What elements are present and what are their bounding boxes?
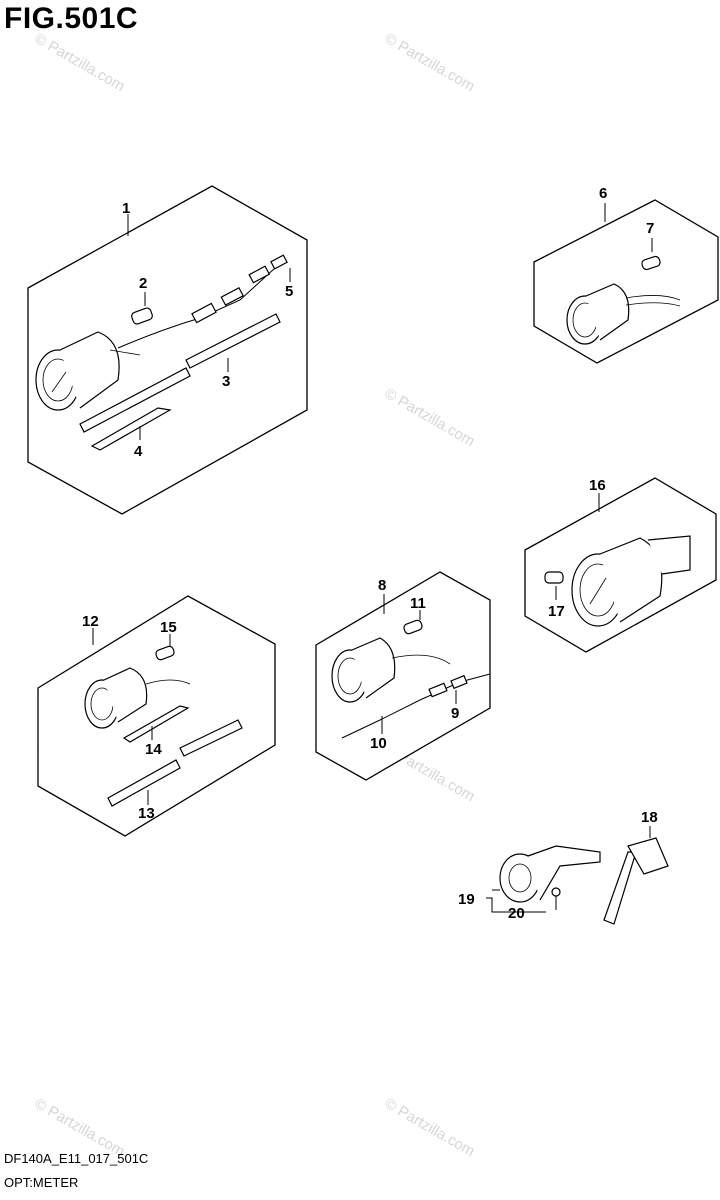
- callout-8: 8: [378, 577, 386, 594]
- callout-4: 4: [134, 443, 143, 460]
- callout-9: 9: [451, 705, 459, 722]
- meter-gauge-icon: [566, 283, 681, 345]
- meter-bracket-icon: [499, 845, 601, 903]
- callout-19: 19: [458, 891, 475, 908]
- callout-1: 1: [122, 200, 130, 217]
- clamp-band: [90, 407, 172, 451]
- wire-harness: [341, 673, 491, 739]
- callout-16: 16: [589, 477, 606, 494]
- panel-kit-8: [315, 571, 491, 781]
- meter-gauge-icon: [84, 667, 191, 729]
- callout-labels: 1 2 3 4 5 6 7 8 9 10 11 12 13 14 15 16 1…: [82, 185, 658, 922]
- callout-2: 2: [139, 275, 147, 292]
- callout-20: 20: [508, 905, 525, 922]
- callout-6: 6: [599, 185, 607, 202]
- callout-10: 10: [370, 735, 387, 752]
- callout-13: 13: [138, 805, 155, 822]
- figure-code: DF140A_E11_017_501C: [4, 1151, 149, 1166]
- callout-11: 11: [410, 595, 426, 612]
- meter-bracket-icon: [603, 837, 669, 925]
- protector-tube: [185, 313, 281, 369]
- callout-18: 18: [641, 809, 658, 826]
- callout-17: 17: [548, 603, 565, 620]
- meter-gauge-icon: [35, 331, 141, 411]
- panel-kit-1: [27, 185, 308, 515]
- panel-kit-6: [533, 199, 719, 364]
- protector-tube: [79, 367, 191, 433]
- callout-5: 5: [285, 283, 293, 300]
- callout-7: 7: [646, 220, 654, 237]
- bulb-icon: [131, 307, 153, 325]
- callout-14: 14: [145, 741, 162, 758]
- protector-tube: [107, 759, 181, 807]
- figure-title: FIG.501C: [4, 2, 139, 35]
- callout-15: 15: [160, 619, 177, 636]
- figure-name: OPT:METER: [4, 1175, 79, 1190]
- protector-tube: [179, 719, 243, 757]
- clamp-band: [122, 705, 190, 743]
- callout-3: 3: [222, 373, 230, 390]
- screw-icon: [551, 887, 561, 910]
- callout-12: 12: [82, 613, 99, 630]
- meter-gauge-icon: [571, 535, 691, 627]
- panel-kit-12: [37, 595, 276, 837]
- bulb-icon: [155, 645, 175, 661]
- bulb-icon: [544, 571, 564, 584]
- bulb-icon: [403, 619, 423, 635]
- meter-gauge-icon: [331, 637, 451, 703]
- bulb-icon: [641, 255, 661, 271]
